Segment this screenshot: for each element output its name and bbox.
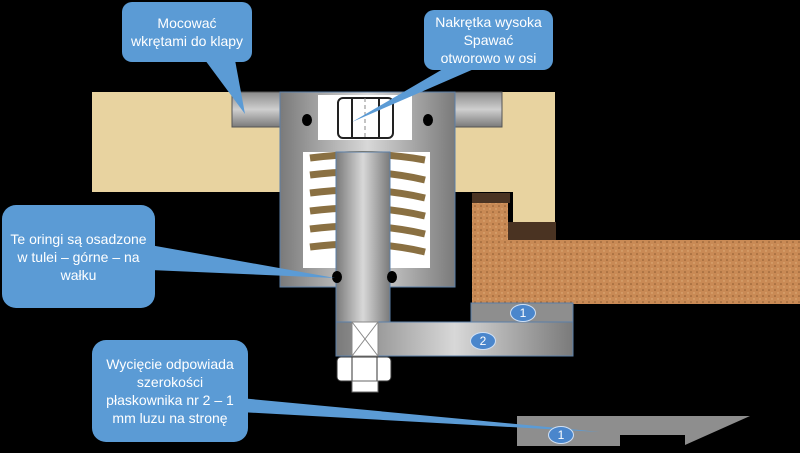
callout-cutout: Wycięcie odpowiada szerokości płaskownik… xyxy=(92,340,248,442)
callout-nut: Nakrętka wysoka Spawać otworowo w osi xyxy=(424,10,553,70)
square-cutout xyxy=(351,321,379,357)
badge-plate-2: 2 xyxy=(470,332,496,350)
callout-tails xyxy=(150,60,600,432)
lower-nut xyxy=(336,356,392,393)
badge-plate-1-bottom: 1 xyxy=(548,426,574,444)
o-rings xyxy=(302,114,433,283)
dark-strip xyxy=(508,222,556,240)
dark-strip xyxy=(472,193,510,203)
shaft xyxy=(335,151,391,323)
arrow-shape xyxy=(620,416,750,445)
wood-step xyxy=(513,192,555,222)
callout-mount: Mocować wkrętami do klapy xyxy=(122,2,252,62)
callout-orings: Te oringi są osadzone w tulei – górne – … xyxy=(2,205,155,308)
badge-plate-1: 1 xyxy=(510,304,536,322)
cork-layer xyxy=(472,193,800,304)
